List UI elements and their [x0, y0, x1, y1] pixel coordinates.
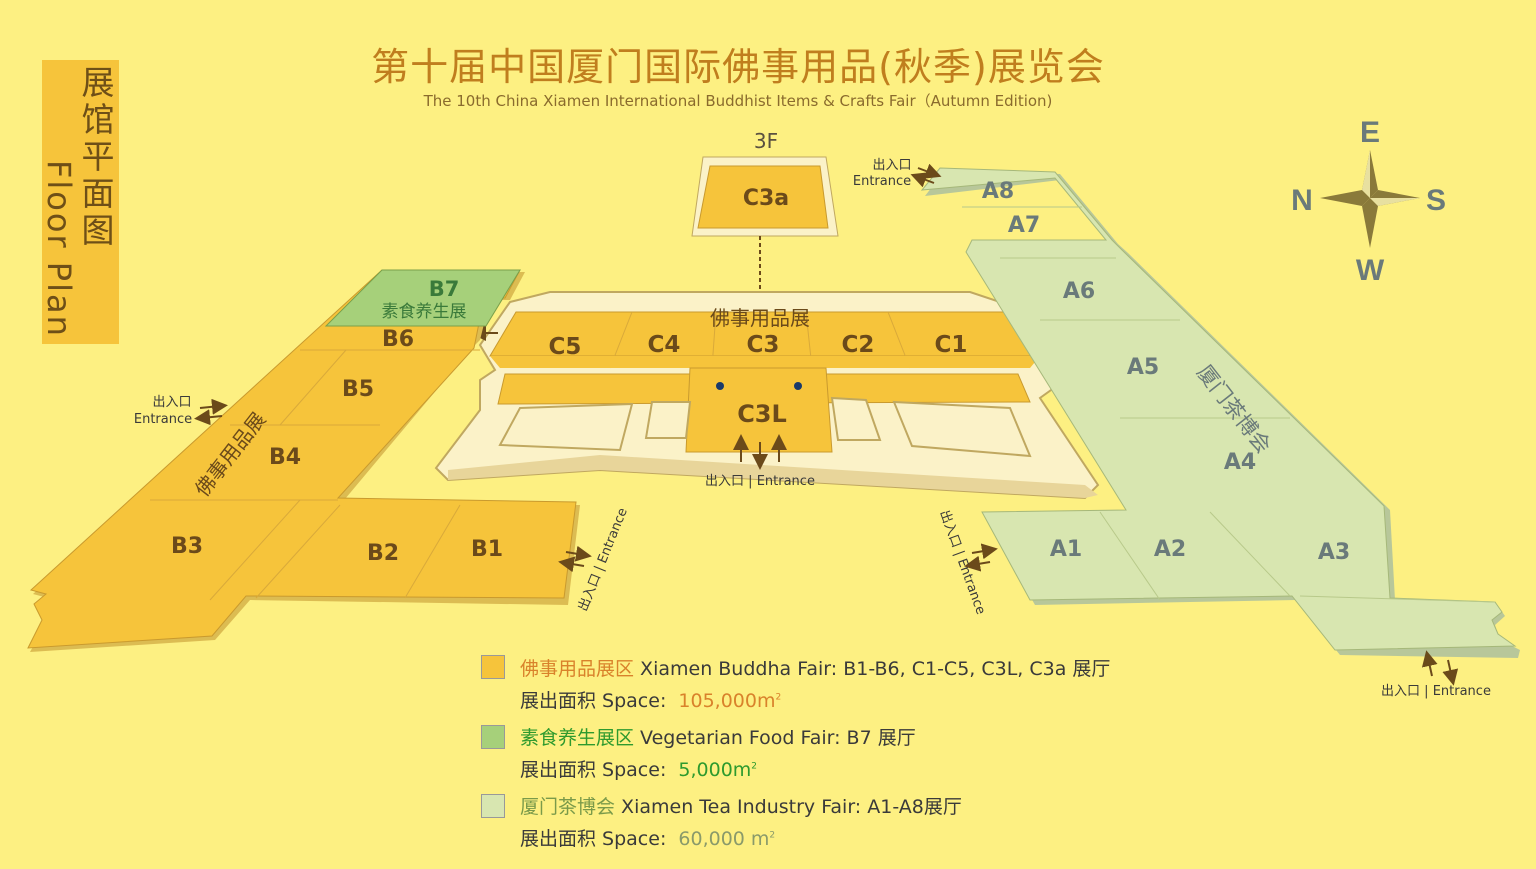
legend-desc-buddha: Xiamen Buddha Fair: B1-B6, C1-C5, C3L, C…	[634, 658, 1111, 680]
legend-space-vegetarian: 展出面积 Space: 5,000m2	[520, 759, 758, 781]
hall-a2-label[interactable]: A2	[1154, 537, 1186, 562]
hall-b4-label[interactable]: B4	[269, 445, 301, 470]
legend-space-buddha: 展出面积 Space: 105,000m2	[520, 690, 782, 712]
floor-3f-label: 3F	[754, 129, 778, 153]
entrance-a1-label: 出入口 | Entrance	[936, 508, 988, 616]
space-label: 展出面积 Space:	[520, 690, 667, 712]
legend-space-tea: 展出面积 Space: 60,000 m2	[520, 828, 776, 850]
legend-swatch-vegetarian	[481, 725, 505, 749]
hall-c-building: 佛事用品展 C5 C4 C3 C2 C1 C3L 出入口 | Entrance	[434, 291, 1100, 500]
hall-c5-label[interactable]: C5	[549, 334, 582, 360]
space-value-buddha: 105,000m	[678, 690, 776, 712]
hall-c3l-label: C3L	[737, 400, 787, 428]
hall-c3a[interactable]	[697, 165, 829, 229]
compass-w: W	[1356, 254, 1385, 287]
entrance-a8-en: Entrance	[853, 174, 911, 189]
space-value-vegetarian: 5,000m	[678, 759, 752, 781]
hall-b-building: B7 素食养生展 B6 B5 B4 B3 B2 B1 佛事用品展 出入口 Ent…	[27, 269, 631, 652]
entrance-b-cn: 出入口	[152, 395, 191, 410]
hall-a3-label[interactable]: A3	[1318, 540, 1350, 565]
hall-a6-label[interactable]: A6	[1063, 279, 1095, 304]
hall-b7-label: B7	[429, 277, 460, 301]
c-hall-name: 佛事用品展	[710, 306, 810, 330]
legend-name-buddha: 佛事用品展区	[520, 658, 635, 680]
sidebar-title-cn: 展馆平面图	[81, 63, 115, 250]
entrance-b-en: Entrance	[134, 412, 192, 427]
b7-hall-name: 素食养生展	[382, 302, 467, 322]
entrance-b1-label: 出入口 | Entrance	[576, 506, 631, 614]
hall-c3-label[interactable]: C3	[747, 332, 780, 358]
compass-rose: E N S W	[1291, 116, 1446, 287]
hall-b6-label[interactable]: B6	[382, 327, 414, 352]
compass-e: E	[1360, 116, 1380, 149]
space-value-tea: 60,000 m	[678, 828, 770, 850]
hall-a7-label[interactable]: A7	[1008, 213, 1040, 238]
hall-c2-label[interactable]: C2	[842, 332, 875, 358]
entrance-a8-cn: 出入口	[872, 158, 911, 173]
legend-item-tea: 厦门茶博会 Xiamen Tea Industry Fair: A1-A8展厅	[480, 792, 962, 819]
hall-c4-label[interactable]: C4	[648, 332, 681, 358]
legend-name-tea: 厦门茶博会	[520, 796, 616, 818]
hall-a1-label[interactable]: A1	[1050, 537, 1082, 562]
compass-s: S	[1426, 184, 1446, 217]
sidebar-banner	[42, 60, 119, 344]
hall-c3a-label: C3a	[743, 186, 789, 211]
space-label: 展出面积 Space:	[520, 759, 667, 781]
entrance-a3-label: 出入口 | Entrance	[1381, 684, 1491, 699]
hall-b2-label[interactable]: B2	[367, 541, 399, 566]
hall-a4-label[interactable]: A4	[1224, 450, 1256, 475]
entrance-c-label: 出入口 | Entrance	[705, 474, 815, 489]
space-label: 展出面积 Space:	[520, 828, 667, 850]
page-title: 第十届中国厦门国际佛事用品(秋季)展览会	[371, 45, 1105, 89]
legend-desc-vegetarian: Vegetarian Food Fair: B7 展厅	[634, 727, 916, 749]
legend-item-vegetarian: 素食养生展区 Vegetarian Food Fair: B7 展厅	[480, 723, 916, 750]
legend-swatch-tea	[481, 794, 505, 818]
hall-b5-label[interactable]: B5	[342, 377, 374, 402]
legend-item-buddha: 佛事用品展区 Xiamen Buddha Fair: B1-B6, C1-C5,…	[480, 654, 1110, 681]
hall-c1-label[interactable]: C1	[935, 332, 968, 358]
hall-c3a-group: 3F C3a	[691, 129, 839, 292]
page-subtitle: The 10th China Xiamen International Budd…	[423, 92, 1053, 110]
legend-desc-tea: Xiamen Tea Industry Fair: A1-A8展厅	[615, 796, 962, 818]
compass-n: N	[1291, 184, 1313, 217]
hall-b3-label[interactable]: B3	[171, 534, 203, 559]
hall-a5-label[interactable]: A5	[1127, 355, 1159, 380]
hall-a8-label[interactable]: A8	[982, 179, 1014, 204]
hall-b1-label[interactable]: B1	[471, 537, 503, 562]
legend-name-vegetarian: 素食养生展区	[520, 727, 635, 749]
legend-swatch-buddha	[481, 655, 505, 679]
sidebar-title-en: Floor Plan	[40, 160, 78, 338]
hall-b7[interactable]	[324, 269, 521, 327]
